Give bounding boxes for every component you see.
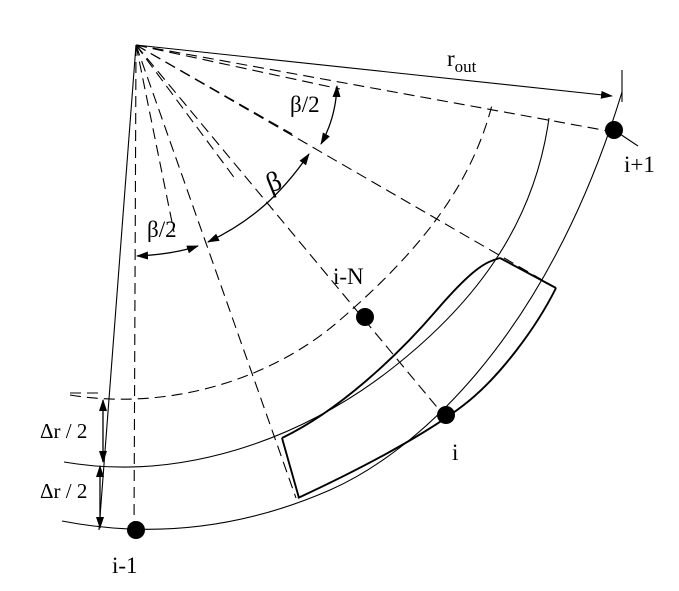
beta-label: β (261, 165, 286, 199)
arc-middle-bold (281, 257, 501, 439)
cell-side-left (281, 437, 300, 499)
beta-half-left-arrow (136, 245, 199, 260)
radial-line-short-2 (135, 44, 293, 135)
node-dot-i (437, 406, 455, 424)
sector-left-edge (98, 44, 137, 531)
radial-line-short-1 (135, 44, 341, 90)
beta-half-top-label: β/2 (290, 92, 320, 117)
node-dot-i-minus-1 (127, 521, 145, 539)
node-label-i-minus-n: i-N (333, 264, 364, 289)
node-dot-i-plus-1 (605, 121, 623, 139)
cell-side-right (499, 257, 557, 289)
radial-line-4 (135, 44, 557, 289)
arc-outer (61, 91, 623, 530)
beta-arrow (207, 153, 310, 243)
delta-r-half-lower-label: Δr / 2 (40, 479, 87, 503)
node-label-i-plus-1: i+1 (624, 152, 655, 177)
node-dot-i-minus-n (356, 308, 374, 326)
beta-half-left-label: β/2 (147, 217, 177, 242)
radial-line-2 (135, 44, 297, 499)
arc-inner-dashed (69, 104, 493, 400)
r-out-subscript: out (455, 57, 477, 76)
radial-line-short-4 (135, 44, 175, 233)
arc-outer-bold (297, 287, 557, 499)
arc-middle (63, 117, 550, 468)
radial-line-i-minus-1 (133, 44, 137, 531)
beta-half-top-arrow (320, 85, 341, 145)
node-label-i: i (452, 440, 458, 465)
radial-line-short-3 (135, 44, 237, 181)
r-out-label: rout (447, 46, 477, 76)
r-out-main-text: r (447, 46, 455, 71)
delta-r-half-upper-label: Δr / 2 (40, 419, 87, 443)
r-out-line (135, 44, 613, 99)
radial-line-i-plus-1 (135, 44, 615, 133)
node-label-i-minus-1: i-1 (112, 553, 138, 578)
